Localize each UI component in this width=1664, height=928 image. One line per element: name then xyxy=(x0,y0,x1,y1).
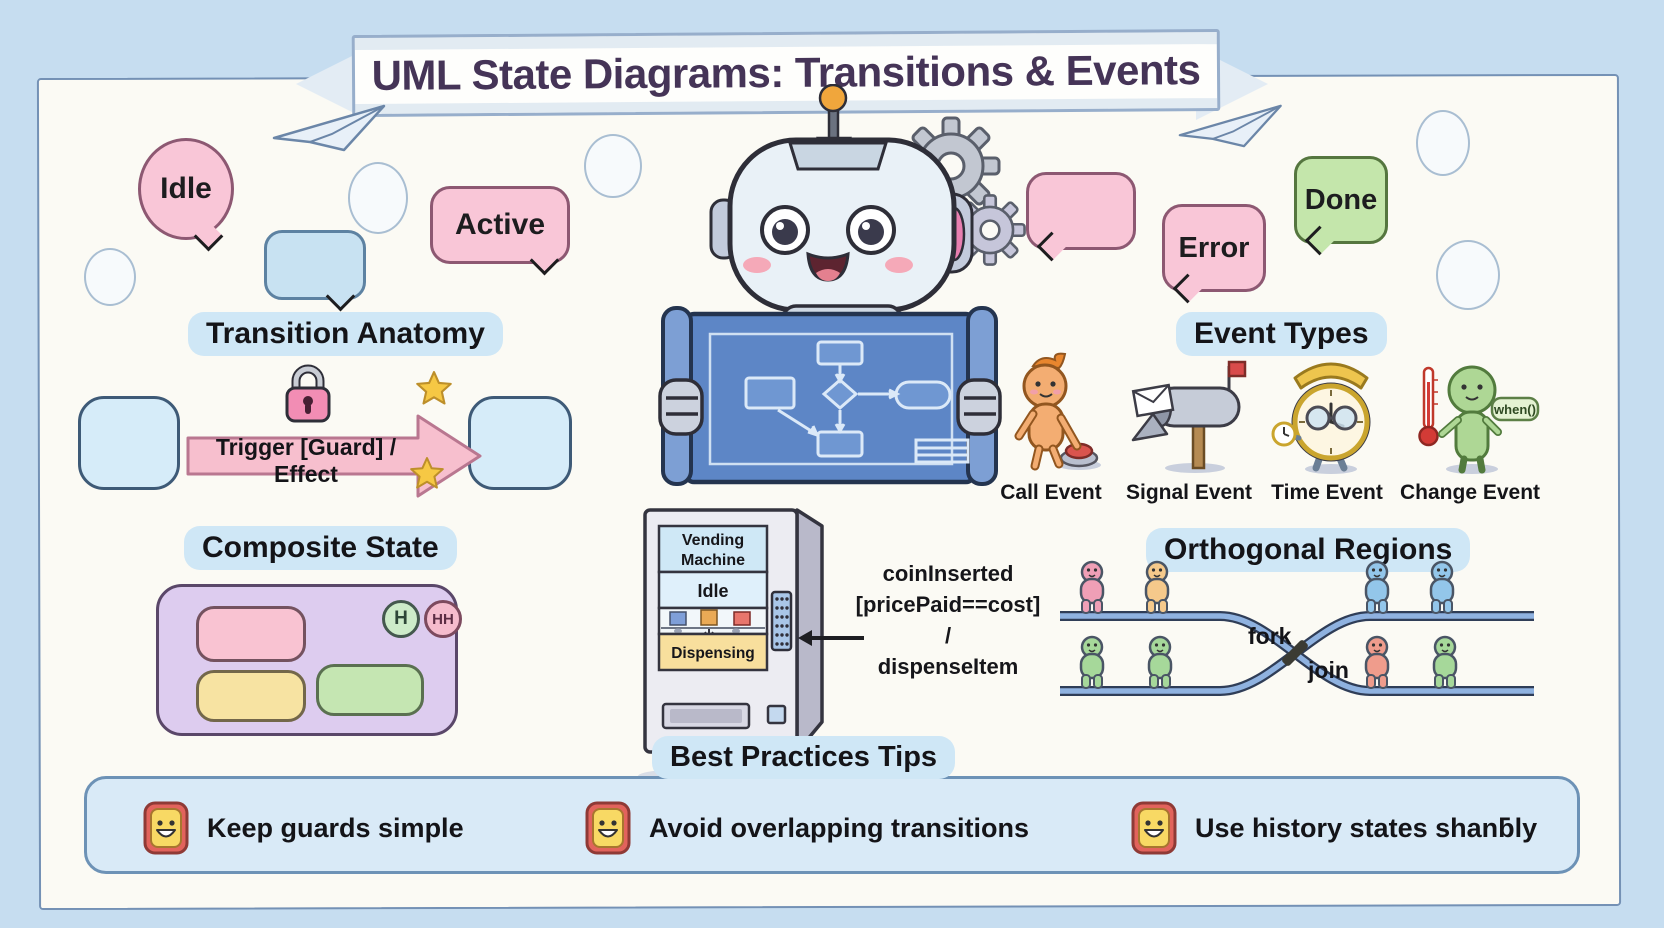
transition-arrow xyxy=(186,414,482,498)
transition-label: Trigger [Guard] / Effect xyxy=(215,434,397,487)
state-bubble-done: Done xyxy=(1294,156,1388,244)
section-heading-best-practices: Best Practices Tips xyxy=(652,736,956,779)
vending-name: Machine xyxy=(681,552,745,569)
person-figure xyxy=(1144,560,1170,614)
bubble-label: Done xyxy=(1304,183,1378,216)
robot-hand xyxy=(658,378,1002,436)
thought-bubble xyxy=(348,162,408,234)
vending-name: Vending xyxy=(682,532,744,549)
signal-event-icon xyxy=(1131,360,1247,473)
vending-state-dispensing: Dispensing xyxy=(671,645,755,662)
best-practices-bar: Keep guards simple Avoid overlapping tra… xyxy=(84,776,1580,874)
event-label: Time Event xyxy=(1271,481,1383,504)
section-heading-orthogonal-regions: Orthogonal Regions xyxy=(1146,528,1471,572)
robot-mascot xyxy=(658,84,1026,486)
person-figure xyxy=(1364,560,1390,614)
event-change: when() Change Event xyxy=(1400,352,1540,505)
orthogonal-regions-diagram: fork join xyxy=(1060,560,1534,696)
section-heading-composite-state: Composite State xyxy=(184,526,457,570)
annotation-line: coinInserted xyxy=(882,561,1014,586)
bubble-label: Idle xyxy=(160,172,212,205)
tip-text: Avoid overlapping transitions xyxy=(649,812,1030,843)
star-icon xyxy=(416,371,452,405)
shallow-history-state: H xyxy=(382,600,420,638)
tip-item: Use history states shanƃly xyxy=(1131,799,1537,857)
blueprint xyxy=(661,306,998,486)
empty-bubble xyxy=(1026,172,1136,250)
smiley-icon xyxy=(1131,801,1177,855)
heading-text: Best Practices Tips xyxy=(670,741,938,773)
target-state-box xyxy=(468,396,572,490)
state-bubble-active: Active xyxy=(430,186,570,264)
thought-bubble xyxy=(1416,110,1470,176)
change-event-icon: when() xyxy=(1418,365,1540,474)
deep-history-state: HH xyxy=(424,600,462,638)
person-figure xyxy=(1147,635,1173,689)
transition-pointer-arrow xyxy=(798,630,864,646)
substate-box xyxy=(196,606,306,662)
when-tag: when() xyxy=(1493,402,1536,417)
event-label: Signal Event xyxy=(1125,481,1253,504)
state-bubble-error: Error xyxy=(1162,204,1266,292)
vending-state-idle: Idle xyxy=(697,581,728,601)
star-icon xyxy=(410,457,444,489)
call-event-icon xyxy=(1014,352,1101,471)
person-figure xyxy=(1079,635,1105,689)
bubble-label: Active xyxy=(454,208,546,241)
keypad xyxy=(770,590,793,652)
time-event-icon xyxy=(1271,362,1371,474)
fork-label: fork xyxy=(1248,623,1292,649)
section-heading-transition-anatomy: Transition Anatomy xyxy=(188,312,503,356)
event-time: Time Event xyxy=(1262,352,1392,505)
heading-text: Event Types xyxy=(1194,317,1369,350)
person-figure xyxy=(1079,560,1105,614)
guard-lock-icon xyxy=(285,364,331,423)
annotation-line: dispenseItem xyxy=(877,654,1019,679)
thought-bubble xyxy=(1436,240,1500,310)
empty-bubble xyxy=(264,230,366,300)
tip-item: Keep guards simple xyxy=(143,799,464,857)
history-label: HH xyxy=(432,610,454,628)
source-state-box xyxy=(78,396,180,490)
section-heading-event-types: Event Types xyxy=(1176,312,1387,356)
history-label: H xyxy=(394,608,408,629)
tip-text: Keep guards simple xyxy=(207,812,464,843)
thought-bubble xyxy=(84,248,136,306)
substate-box xyxy=(196,670,306,722)
heading-text: Orthogonal Regions xyxy=(1164,533,1453,566)
state-bubble-idle: Idle xyxy=(138,138,234,240)
bubble-label: Error xyxy=(1178,231,1250,264)
event-call: Call Event xyxy=(986,352,1116,505)
event-signal: Signal Event xyxy=(1124,352,1254,505)
join-label: join xyxy=(1307,657,1349,683)
smiley-icon xyxy=(143,801,189,855)
substate-box xyxy=(316,664,424,716)
person-figure xyxy=(1432,635,1458,689)
person-figure xyxy=(1364,635,1390,689)
tip-text: Use history states shanƃly xyxy=(1195,812,1538,843)
smiley-icon xyxy=(585,801,631,855)
paper-airplane-icon xyxy=(272,104,386,152)
figures-layer xyxy=(1079,560,1458,689)
tip-item: Avoid overlapping transitions xyxy=(585,799,1029,857)
heading-text: Composite State xyxy=(202,531,439,564)
event-label: Call Event xyxy=(1000,481,1102,504)
event-label: Change Event xyxy=(1400,481,1541,504)
heading-text: Transition Anatomy xyxy=(206,317,485,350)
person-figure xyxy=(1429,560,1455,614)
antenna-ball xyxy=(818,84,848,113)
vending-transition-annotation: coinInserted [pricePaid==cost] / dispens… xyxy=(852,558,1044,682)
paper-airplane-icon xyxy=(1178,104,1282,148)
annotation-line: [pricePaid==cost] / xyxy=(855,592,1041,648)
thought-bubble xyxy=(584,134,642,198)
event-types-row: Call Event Signal Event xyxy=(986,352,1540,505)
